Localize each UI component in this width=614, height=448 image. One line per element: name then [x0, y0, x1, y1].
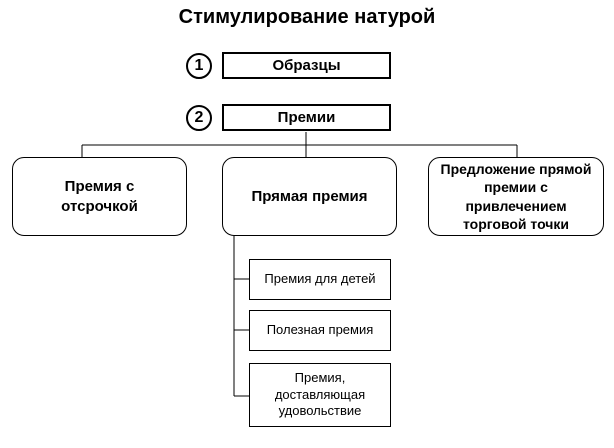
- pleasure-premium-box: Премия, доставляющая удовольствие: [249, 363, 391, 427]
- premiums-box: Премии: [222, 104, 391, 131]
- direct-premium-box: Прямая премия: [222, 157, 397, 236]
- diagram-title: Стимулирование натурой: [178, 6, 436, 28]
- item-number-2: 2: [186, 105, 212, 131]
- item-number-1: 1: [186, 53, 212, 79]
- deferred-premium-box: Премия с отсрочкой: [12, 157, 187, 236]
- samples-box: Образцы: [222, 52, 391, 79]
- premium-for-children-box: Премия для детей: [249, 259, 391, 300]
- retailer-premium-offer-box: Предложение прямой премии с привлечением…: [428, 157, 604, 236]
- useful-premium-box: Полезная премия: [249, 310, 391, 351]
